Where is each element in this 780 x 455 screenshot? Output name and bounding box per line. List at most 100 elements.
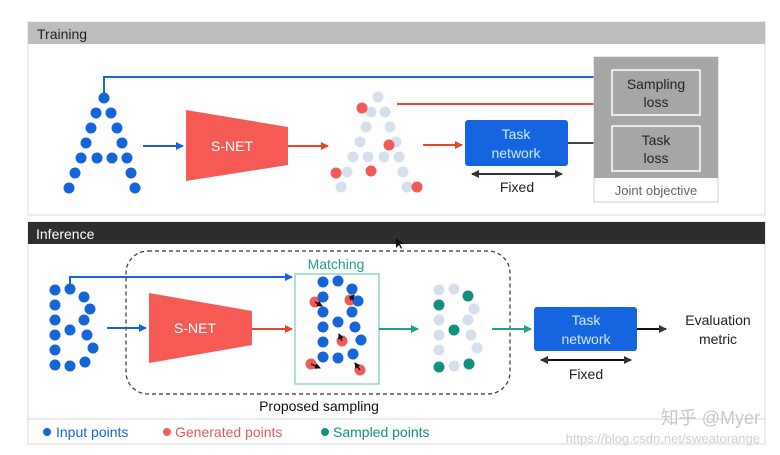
faded-point bbox=[365, 106, 377, 118]
input-point bbox=[355, 334, 367, 346]
input-point bbox=[317, 291, 329, 303]
match-arrow bbox=[310, 363, 321, 369]
faded-point bbox=[433, 329, 445, 341]
training-generated-points bbox=[330, 91, 423, 193]
legend-sampled-label: Sampled points bbox=[333, 424, 430, 440]
legend-input-label: Input points bbox=[56, 424, 128, 440]
legend: Input points Generated points Sampled po… bbox=[43, 424, 430, 440]
faded-point bbox=[335, 181, 347, 193]
task-loss-box bbox=[611, 125, 701, 172]
match-arrow bbox=[314, 300, 323, 307]
faded-point bbox=[397, 166, 409, 178]
joint-objective-label: Joint objective bbox=[615, 183, 697, 198]
input-point bbox=[317, 351, 329, 363]
inference-fixed-label: Fixed bbox=[569, 366, 603, 382]
input-point bbox=[317, 306, 329, 318]
generated-point bbox=[365, 165, 377, 177]
input-point bbox=[80, 137, 92, 149]
input-point bbox=[78, 314, 90, 326]
input-point bbox=[49, 344, 61, 356]
task-loss-line1: Task bbox=[642, 132, 672, 148]
training-header: Training bbox=[37, 26, 87, 42]
arrow-input-to-sampling-loss bbox=[103, 73, 613, 94]
training-fixed-label: Fixed bbox=[500, 179, 534, 195]
sampled-points bbox=[433, 283, 483, 373]
input-point bbox=[49, 314, 61, 326]
training-input-points-A bbox=[63, 92, 141, 194]
legend-generated-dot bbox=[163, 428, 171, 436]
input-point bbox=[87, 342, 99, 354]
faded-point bbox=[378, 151, 390, 163]
faded-point bbox=[362, 151, 374, 163]
sampling-loss-box bbox=[611, 69, 701, 116]
inference-input-points-B bbox=[49, 283, 99, 372]
faded-point bbox=[372, 91, 384, 103]
faded-point bbox=[433, 344, 445, 356]
input-point bbox=[349, 321, 361, 333]
inference-snet-block bbox=[149, 293, 252, 363]
generated-point bbox=[330, 167, 342, 179]
input-point bbox=[84, 303, 96, 315]
input-point bbox=[49, 329, 61, 341]
proposed-sampling-label: Proposed sampling bbox=[259, 398, 379, 414]
input-point bbox=[64, 360, 76, 372]
evaluation-line2: metric bbox=[699, 331, 737, 347]
input-point bbox=[317, 321, 329, 333]
input-point bbox=[81, 329, 93, 341]
faded-point bbox=[379, 106, 391, 118]
input-point bbox=[129, 182, 141, 194]
inference-header: Inference bbox=[36, 226, 95, 242]
inference-snet-label: S-NET bbox=[174, 320, 216, 336]
evaluation-line1: Evaluation bbox=[685, 312, 750, 328]
generated-point bbox=[411, 181, 423, 193]
input-point bbox=[106, 152, 118, 164]
match-arrow bbox=[354, 362, 361, 371]
input-point bbox=[49, 299, 61, 311]
input-point bbox=[111, 122, 123, 134]
input-point bbox=[317, 336, 329, 348]
sampling-loss-line2: loss bbox=[644, 94, 669, 110]
input-point bbox=[98, 92, 110, 104]
input-point bbox=[332, 352, 344, 364]
input-point bbox=[91, 152, 103, 164]
inference-task-network-line1: Task bbox=[572, 312, 602, 328]
mouse-cursor-icon bbox=[396, 238, 404, 249]
faded-point bbox=[468, 303, 480, 315]
faded-point bbox=[401, 181, 413, 193]
input-point bbox=[78, 291, 90, 303]
sampled-point bbox=[462, 290, 474, 302]
input-point bbox=[69, 167, 81, 179]
matching-label: Matching bbox=[308, 256, 365, 272]
input-point bbox=[49, 284, 61, 296]
legend-input-dot bbox=[43, 428, 51, 436]
input-point bbox=[346, 283, 358, 295]
faded-point bbox=[433, 314, 445, 326]
matching-points bbox=[305, 275, 367, 376]
faded-point bbox=[471, 342, 483, 354]
faded-point bbox=[384, 121, 396, 133]
input-point bbox=[125, 167, 137, 179]
input-point bbox=[121, 152, 133, 164]
faded-point bbox=[465, 329, 477, 341]
input-point bbox=[332, 316, 344, 328]
arrow-input-to-matching bbox=[69, 273, 293, 291]
faded-point bbox=[360, 121, 372, 133]
input-point bbox=[90, 107, 102, 119]
match-arrow bbox=[338, 333, 344, 342]
sampled-point bbox=[448, 324, 460, 336]
faded-point bbox=[448, 360, 460, 372]
sampling-loss-line1: Sampling bbox=[627, 76, 685, 92]
watermark-zhihu: 知乎 @Myer bbox=[661, 408, 760, 428]
input-point bbox=[64, 324, 76, 336]
generated-point bbox=[383, 139, 395, 151]
legend-sampled-dot bbox=[321, 428, 329, 436]
faded-point bbox=[341, 166, 353, 178]
legend-generated-label: Generated points bbox=[175, 424, 282, 440]
input-point bbox=[347, 348, 359, 360]
inference-task-network bbox=[534, 307, 637, 351]
faded-point bbox=[433, 284, 445, 296]
input-point bbox=[85, 122, 97, 134]
sampled-point bbox=[433, 299, 445, 311]
inference-panel: Inference Proposed sampling S-NET Matchi… bbox=[27, 221, 766, 445]
